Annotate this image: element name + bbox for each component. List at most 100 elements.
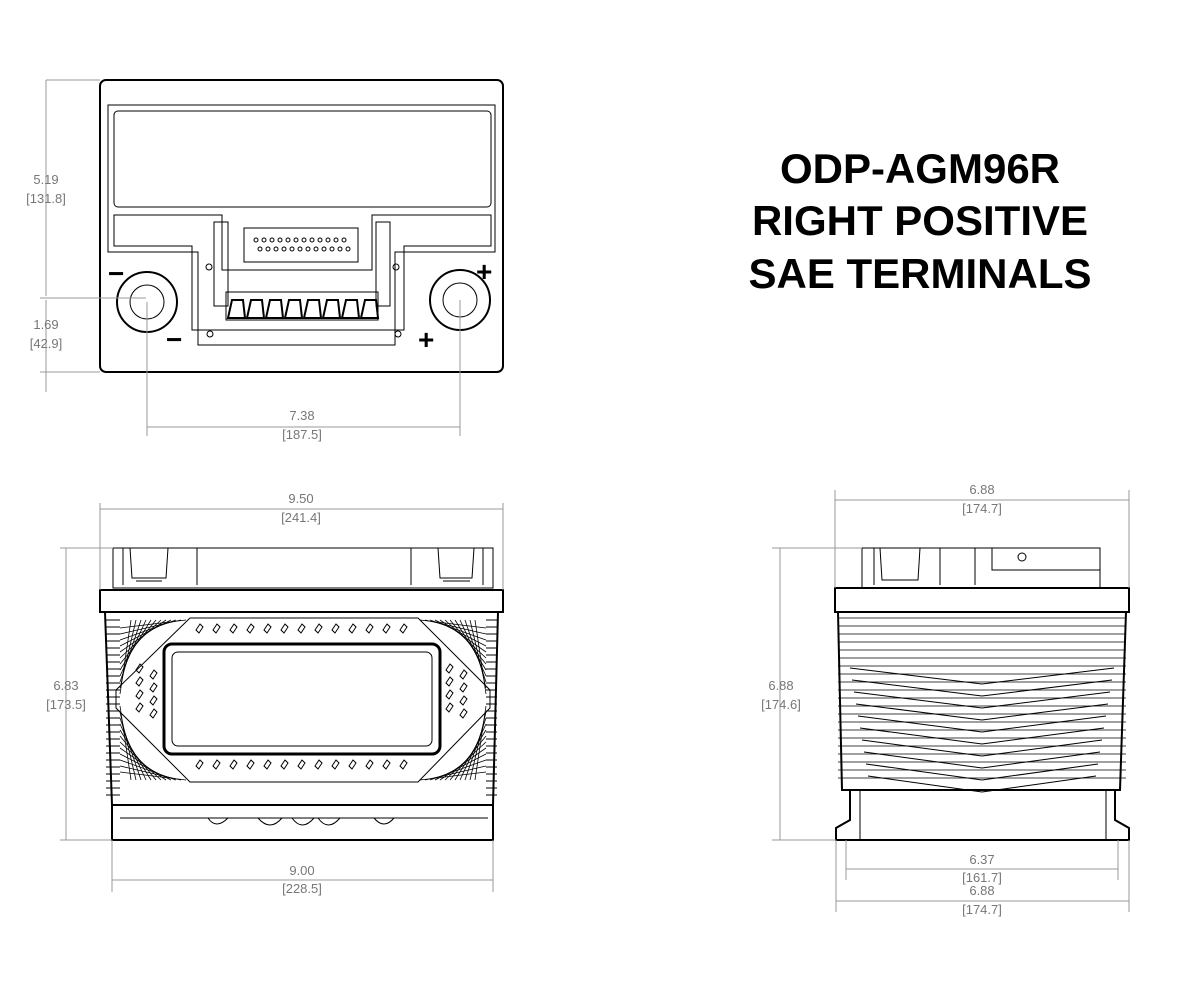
diamond-plate-mark [445, 689, 454, 700]
top-view-outline [99, 79, 504, 373]
diamond-plate-mark [263, 759, 272, 770]
side-view-chevron [849, 667, 1115, 685]
diamond-plate-mark [135, 689, 144, 700]
vent-dot [269, 237, 275, 243]
side-view: 6.88 [174.7] 6.88 [174.6] 6.37 [161.7] 6… [761, 482, 1130, 917]
diamond-plate-mark [263, 623, 272, 634]
dimension-terminal-spacing-in: 7.38 [289, 408, 314, 423]
front-view: 9.50 [241.4] 6.83 [173.5] 9.00 [228.5] [46, 491, 504, 896]
dimension-height-mm: [174.6] [761, 697, 801, 712]
handle-tooth [264, 299, 285, 319]
dimension-base-width-mm: [174.7] [962, 902, 1002, 917]
front-view-diamond-frame [115, 617, 491, 783]
top-view-label-area [113, 110, 492, 208]
positive-terminal-symbol: + [418, 324, 434, 355]
dimension-base-length-mm: [228.5] [282, 881, 322, 896]
vent-dot [329, 246, 335, 252]
diamond-plate-mark [212, 759, 221, 770]
side-view-body [836, 611, 1128, 791]
top-view-left-rail [213, 221, 229, 307]
dimension-height-in: 5.19 [33, 172, 58, 187]
vent-dot [309, 237, 315, 243]
vent-dot [261, 237, 267, 243]
diamond-plate-mark [297, 759, 306, 770]
vent-dot [321, 246, 327, 252]
negative-terminal-symbol: − [166, 324, 182, 355]
handle-tooth [359, 299, 380, 319]
diamond-plate-mark [135, 676, 144, 687]
handle-tooth [340, 299, 361, 319]
vent-dot [293, 237, 299, 243]
side-view-vent-cap [991, 548, 1100, 571]
dimension-top-length-mm: [241.4] [281, 510, 321, 525]
vent-dot [285, 237, 291, 243]
diamond-plate-mark [348, 759, 357, 770]
top-view: − − + + 5.19 [131.8] 1.69 [42.9] 7.38 [1… [26, 79, 504, 442]
diamond-plate-mark [246, 623, 255, 634]
handle-tooth [283, 299, 304, 319]
dimension-height-in: 6.83 [53, 678, 78, 693]
front-view-negative-post [129, 547, 169, 579]
front-view-hatch [119, 735, 157, 781]
side-view-chevron [863, 751, 1101, 769]
front-view-lid-top [112, 547, 494, 589]
vent-dot [333, 237, 339, 243]
diamond-plate-mark [348, 623, 357, 634]
dimension-height-in: 6.88 [768, 678, 793, 693]
diamond-plate-mark [399, 623, 408, 634]
front-view-hatch [449, 619, 487, 665]
side-view-terminal-post [879, 547, 921, 581]
front-view-hatch [474, 619, 487, 695]
diamond-plate-mark [314, 623, 323, 634]
top-view-bolt [392, 263, 400, 271]
vent-dot [281, 246, 287, 252]
vent-dot [277, 237, 283, 243]
diamond-plate-mark [399, 759, 408, 770]
vent-dot [337, 246, 343, 252]
diamond-plate-mark [229, 759, 238, 770]
side-view-chevron [861, 739, 1103, 757]
dimension-terminal-offset-mm: [42.9] [30, 336, 63, 351]
diamond-plate-mark [382, 759, 391, 770]
side-view-chevron [853, 691, 1111, 709]
top-view-recess [113, 214, 492, 331]
negative-terminal-symbol: − [108, 258, 124, 289]
diamond-plate-mark [149, 669, 158, 680]
handle-tooth [321, 299, 342, 319]
diamond-plate-mark [195, 623, 204, 634]
top-view-handle-base [225, 291, 379, 321]
handle-tooth [245, 299, 266, 319]
side-view-base [835, 790, 1130, 841]
front-view-base-notches [207, 817, 395, 826]
vent-dot [297, 246, 303, 252]
diamond-plate-mark [459, 695, 468, 706]
front-view-lid-rim [99, 589, 504, 613]
dimension-height-mm: [131.8] [26, 191, 66, 206]
front-view-label-inner [171, 651, 433, 747]
diamond-plate-mark [459, 708, 468, 719]
diamond-plate-mark [445, 663, 454, 674]
front-view-base [111, 804, 494, 841]
vent-dot [289, 246, 295, 252]
diamond-plate-mark [459, 682, 468, 693]
diamond-plate-mark [445, 676, 454, 687]
front-view-hatch [119, 705, 132, 781]
dimension-body-width-mm: [161.7] [962, 870, 1002, 885]
dimension-terminal-spacing-mm: [187.5] [282, 427, 322, 442]
vent-dot [345, 246, 351, 252]
handle-tooth [226, 299, 247, 319]
diamond-plate-mark [246, 759, 255, 770]
top-view-lid [107, 104, 496, 346]
side-view-chevron [865, 763, 1099, 781]
front-view-hatch [474, 705, 487, 781]
diamond-plate-mark [149, 708, 158, 719]
top-view-right-rail [375, 221, 391, 307]
positive-terminal-symbol: + [476, 256, 492, 287]
vent-dot [341, 237, 347, 243]
vent-dot [257, 246, 263, 252]
diamond-plate-mark [365, 759, 374, 770]
diamond-plate-mark [280, 759, 289, 770]
vent-dot [253, 237, 259, 243]
diamond-plate-mark [445, 702, 454, 713]
